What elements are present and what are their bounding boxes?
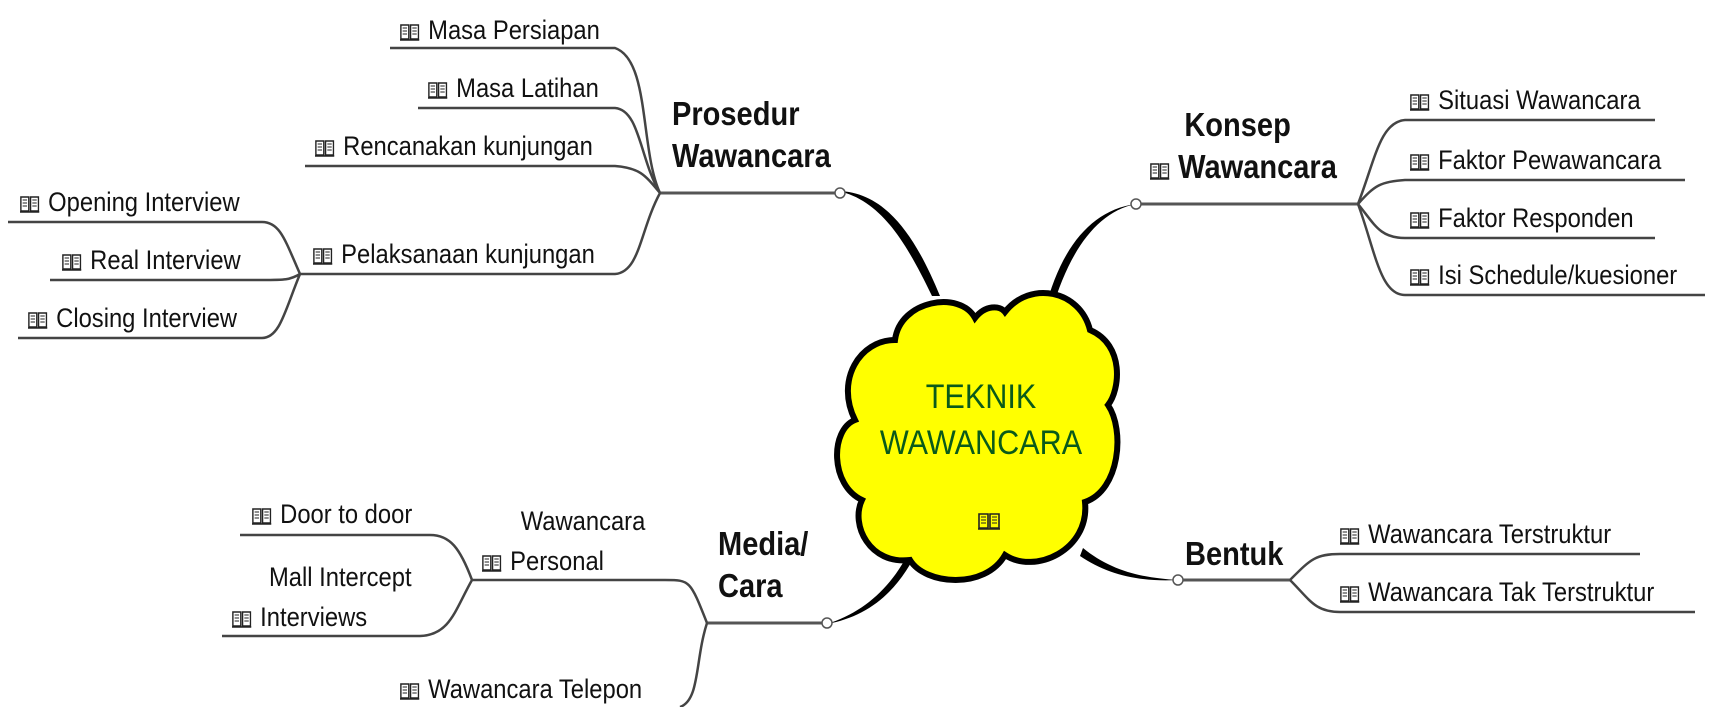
pelaksanaan-sub-1-label: Opening Interview [48, 187, 240, 217]
konsep-child-line-4 [1356, 203, 1705, 297]
book-icon [1150, 161, 1169, 180]
media-personal: Wawancara Personal [482, 501, 645, 581]
prosedur-child-3-label: Rencanakan kunjungan [343, 131, 593, 161]
personal-sub-door: Door to door [252, 501, 412, 528]
konsep-child-3-label: Faktor Responden [1438, 203, 1634, 233]
pelaksanaan-sub-line-3 [18, 273, 302, 340]
konsep-child-2: Faktor Pewawancara [1410, 147, 1661, 174]
prosedur-child-line-4 [300, 192, 662, 276]
book-icon [1410, 152, 1429, 171]
pelaksanaan-sub-3-label: Closing Interview [56, 303, 238, 333]
konsep-child-3: Faktor Responden [1410, 205, 1634, 232]
personal-sub-mall-line-2: Interviews [232, 597, 412, 637]
book-icon [1410, 210, 1429, 229]
prosedur-child-line-2 [418, 106, 662, 194]
prosedur-child-1: Masa Persiapan [400, 17, 600, 44]
book-icon [1340, 526, 1359, 545]
pelaksanaan-sub-1: Opening Interview [20, 189, 240, 216]
konsep-child-1-label: Situasi Wawancara [1438, 85, 1641, 115]
media-telepon: Wawancara Telepon [400, 676, 642, 703]
media-title-line-1: Media/ [718, 525, 809, 562]
book-icon [20, 194, 39, 213]
book-icon [315, 138, 334, 157]
bentuk-child-2: Wawancara Tak Terstruktur [1340, 579, 1654, 606]
bentuk-child-line-1 [1289, 552, 1640, 581]
book-icon [313, 246, 332, 265]
central-line-2: WAWANCARA [879, 424, 1083, 462]
book-icon [232, 609, 251, 628]
personal-sub-line-mall [222, 579, 474, 638]
prosedur-child-2-label: Masa Latihan [456, 73, 599, 103]
central-line-1: TEKNIK [925, 378, 1037, 416]
prosedur-child-4-label: Pelaksanaan kunjungan [341, 239, 595, 269]
media-child-line-personal [472, 578, 709, 624]
book-icon [400, 681, 419, 700]
central-cloud [834, 290, 1121, 583]
konsep-child-line-3 [1357, 203, 1655, 240]
branch-prosedur-connector [838, 191, 940, 296]
media-personal-line-1: Wawancara [520, 506, 646, 536]
bentuk-child-line-2 [1289, 579, 1695, 614]
book-icon [1410, 92, 1429, 111]
book-icon [428, 80, 447, 99]
book-icon [400, 22, 419, 41]
media-title-line-2: Cara [718, 567, 783, 604]
bentuk-child-1-label: Wawancara Terstruktur [1368, 519, 1612, 549]
prosedur-title-line-2: Wawancara [672, 137, 831, 174]
prosedur-child-line-1 [390, 46, 662, 194]
book-icon [252, 506, 271, 525]
prosedur-title: Prosedur Wawancara [672, 93, 831, 177]
book-icon [28, 310, 47, 329]
prosedur-child-3: Rencanakan kunjungan [315, 133, 593, 160]
personal-sub-mall: Mall Intercept Interviews [232, 557, 412, 637]
media-title: Media/ Cara [718, 523, 808, 607]
personal-sub-line-door [240, 533, 474, 581]
konsep-title-line-2-label: Wawancara [1178, 148, 1337, 185]
prosedur-child-line-3 [305, 164, 661, 194]
bentuk-node-dot [1172, 574, 1184, 586]
konsep-title: Konsep Wawancara [1150, 104, 1337, 188]
konsep-child-2-label: Faktor Pewawancara [1438, 145, 1662, 175]
personal-sub-door-label: Door to door [280, 499, 413, 529]
personal-sub-mall-line-2-label: Interviews [260, 602, 368, 632]
pelaksanaan-sub-2-label: Real Interview [90, 245, 241, 275]
prosedur-child-4: Pelaksanaan kunjungan [313, 241, 595, 268]
bentuk-child-2-label: Wawancara Tak Terstruktur [1368, 577, 1655, 607]
konsep-title-line-1: Konsep [1184, 106, 1291, 143]
media-personal-line-2: Personal [482, 541, 645, 581]
branch-bentuk-connector [1080, 548, 1178, 581]
bentuk-title-label: Bentuk [1185, 535, 1284, 572]
bentuk-child-1: Wawancara Terstruktur [1340, 521, 1611, 548]
media-child-line-telepon [679, 622, 709, 707]
book-icon [482, 553, 501, 572]
book-icon [62, 252, 81, 271]
pelaksanaan-sub-2: Real Interview [62, 247, 241, 274]
book-icon [1340, 584, 1359, 603]
pelaksanaan-sub-line-2 [50, 272, 301, 282]
konsep-child-1: Situasi Wawancara [1410, 87, 1641, 114]
prosedur-child-2: Masa Latihan [428, 75, 599, 102]
personal-sub-mall-line-1: Mall Intercept [268, 562, 412, 592]
media-personal-line-2-label: Personal [510, 546, 604, 576]
bentuk-title: Bentuk [1185, 533, 1283, 575]
prosedur-node-dot [834, 187, 846, 199]
konsep-node-dot [1130, 198, 1142, 210]
media-node-dot [821, 617, 833, 629]
pelaksanaan-sub-3: Closing Interview [28, 305, 237, 332]
konsep-title-line-2: Wawancara [1150, 146, 1337, 188]
konsep-child-line-1 [1356, 118, 1655, 205]
konsep-child-4: Isi Schedule/kuesioner [1410, 262, 1677, 289]
central-topic: TEKNIK WAWANCARA [878, 374, 1085, 466]
konsep-child-line-2 [1357, 178, 1685, 205]
prosedur-title-line-1: Prosedur [672, 95, 800, 132]
konsep-child-4-label: Isi Schedule/kuesioner [1438, 260, 1678, 290]
pelaksanaan-sub-line-1 [8, 220, 302, 275]
media-telepon-label: Wawancara Telepon [428, 674, 643, 704]
book-icon [1410, 267, 1429, 286]
prosedur-child-1-label: Masa Persiapan [428, 15, 600, 45]
